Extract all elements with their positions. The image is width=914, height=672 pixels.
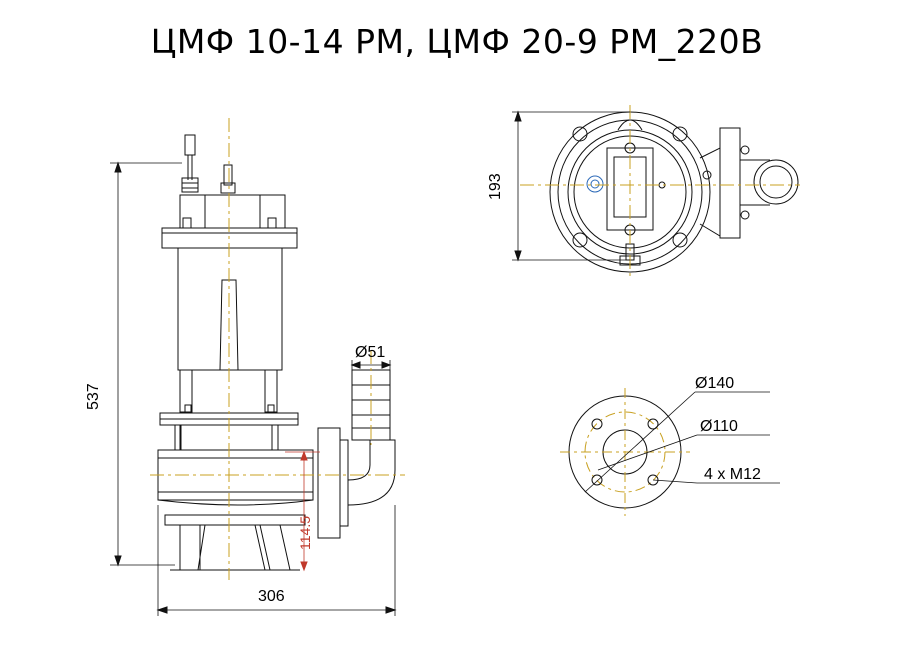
side-view: 537 306 Ø51 114.5	[85, 118, 405, 616]
depth-label: 193	[487, 173, 504, 200]
flange-bolt-hole	[647, 418, 659, 430]
motor-body	[177, 247, 283, 371]
leader-bolts	[652, 479, 698, 484]
top-view: 193	[487, 105, 800, 280]
discharge-elbow	[317, 369, 396, 539]
width-dimension	[156, 505, 397, 616]
top-view-outlet	[753, 159, 799, 205]
top-cable-gland	[586, 175, 604, 193]
flange-bolt-hole	[591, 474, 603, 486]
cable-gland	[181, 134, 199, 193]
flange-bolts-label: 4 x M12	[704, 466, 761, 483]
width-label: 306	[258, 588, 285, 605]
impeller-offset-label: 114.5	[297, 516, 313, 550]
pump-base-plate	[164, 514, 306, 526]
depth-dimension	[512, 110, 630, 262]
leader-140	[584, 391, 696, 493]
vent-plug	[223, 164, 233, 186]
impeller-offset-dimension	[285, 450, 320, 572]
motor-cap	[179, 194, 286, 229]
flange-bolt-circle-label: Ø110	[700, 418, 738, 435]
height-dimension	[110, 161, 182, 567]
flange-outer-label: Ø140	[695, 375, 734, 392]
outlet-diameter-label: Ø51	[355, 344, 385, 361]
flange-bolt-hole	[591, 418, 603, 430]
height-label: 537	[85, 383, 102, 410]
top-view-flange	[719, 127, 741, 239]
leader-110	[597, 434, 698, 471]
outlet-dimension	[350, 360, 392, 372]
flange-view	[560, 388, 780, 516]
drawing-title: ЦМФ 10-14 РМ, ЦМФ 20-9 РМ_220В	[150, 22, 764, 61]
